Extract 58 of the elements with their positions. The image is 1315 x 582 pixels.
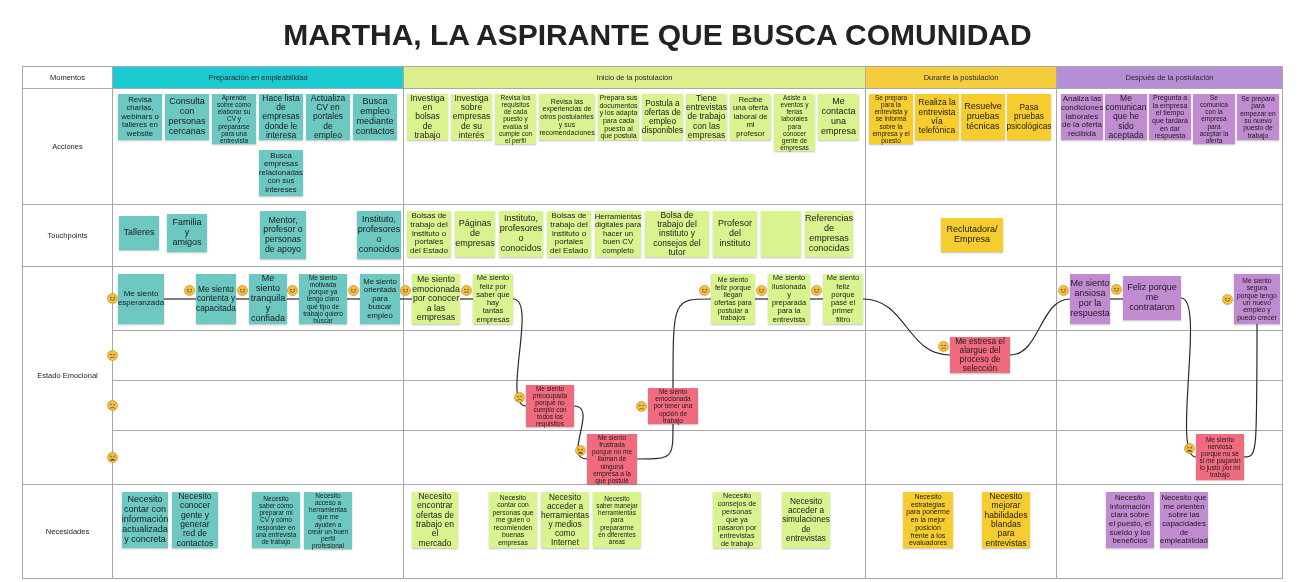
sticky-note: Mentor, profesor o personas de apoyo [260, 211, 306, 259]
sticky-note: Me estresa el alargue del proceso de selección [950, 337, 1010, 373]
sticky-note: Analiza las condiciones laborales de la oferta recibida [1061, 94, 1103, 140]
sticky-note: Actualiza CV en portales de empleo [306, 94, 350, 140]
sticky-note: Talleres [119, 216, 159, 250]
sticky-note: Profesor del instituto [713, 211, 757, 257]
sticky-note: Me siento contenta y capacitada [196, 274, 236, 324]
title: MARTHA, LA ASPIRANTE QUE BUSCA COMUNIDAD [283, 18, 1032, 52]
connector-line [163, 298, 197, 300]
connector-line [573, 405, 588, 460]
sticky-note: Reclutadora/ Empresa [941, 218, 1003, 252]
connector-line [862, 298, 951, 356]
sticky-note: Feliz porque me contrataron [1123, 276, 1181, 320]
sticky-note: Tiene entrevistas de trabajo con las empresas [686, 94, 727, 140]
sticky-note: Busca empleo mediante contactos [353, 94, 397, 140]
sticky-note: Me siento esperanzada [118, 274, 164, 324]
sticky-note: Postula a ofertas de empleo disponibles [642, 94, 683, 140]
connector-line [512, 298, 527, 407]
sticky-note: Me siento emocionada por conocer a las empresas [412, 274, 460, 324]
sticky-note: Bolsas de trabajo del instituto o portales del Estado [407, 211, 451, 257]
connector-line [754, 298, 769, 300]
sticky-note: Me comunican que he sido aceptada [1105, 94, 1147, 140]
connector-line [672, 298, 712, 389]
connector-line [399, 298, 413, 300]
connector-line [636, 423, 674, 460]
sticky-note: Instituto, profesores o conocidos [499, 211, 543, 257]
connector-line [235, 298, 250, 300]
sticky-note: Instituto, profesores o conocidos [357, 211, 401, 259]
connector-line [459, 298, 474, 300]
sticky-note: Necesito encontrar ofertas de trabajo en el mercado [412, 492, 458, 548]
sticky-note: Resuelve pruebas técnicas [961, 94, 1005, 140]
sticky-note: Me contacta una empresa [818, 94, 859, 140]
sticky-note: Investiga en bolsas de trabajo [407, 94, 448, 140]
sticky-note: Necesito conocer gente y generar red de contactos [172, 492, 218, 548]
sticky-note: Pasa pruebas psicológicas [1007, 94, 1051, 140]
sticky-note: Necesito mejorar habilidades blandas para entrevistas [982, 492, 1030, 548]
sticky-note: Páginas de empresas [455, 211, 495, 257]
sticky-note: Bolsas de trabajo del instituto o portales del Estado [547, 211, 591, 257]
sticky-note: Bolsa de trabajo del instituto y consejos del tutor [645, 211, 709, 257]
sticky-note: Investiga sobre empresas de su interés [451, 94, 492, 140]
sticky-note: Hace lista de empresas donde le interesa [259, 94, 303, 140]
sticky-note: Realiza la entrevista vía telefónica [915, 94, 959, 140]
connector-line [1109, 298, 1124, 300]
connector-line [1180, 297, 1197, 458]
sticky-note: Necesito acceder a simulaciones de entrevistas [782, 492, 830, 548]
sticky-note: Me siento tranquila y confiada [249, 274, 287, 324]
sticky-note: Necesito contar con información actualizada y concreta [122, 492, 168, 548]
sticky-note: Consulta con personas cercanas [165, 94, 209, 140]
sticky-note [761, 211, 801, 257]
connector-line [1009, 298, 1071, 356]
sticky-note: Necesito acceder a herramientas y medios como Internet [541, 492, 589, 548]
sticky-note: Referencias de empresas conocidas [805, 211, 853, 257]
sticky-note: Me siento ansiosa por la respuesta [1070, 274, 1110, 324]
connector-line [286, 298, 300, 300]
connector-line [1243, 323, 1258, 458]
sticky-note: Familia y amigos [167, 214, 207, 252]
connector-line [809, 298, 824, 300]
connector-line [346, 298, 361, 300]
